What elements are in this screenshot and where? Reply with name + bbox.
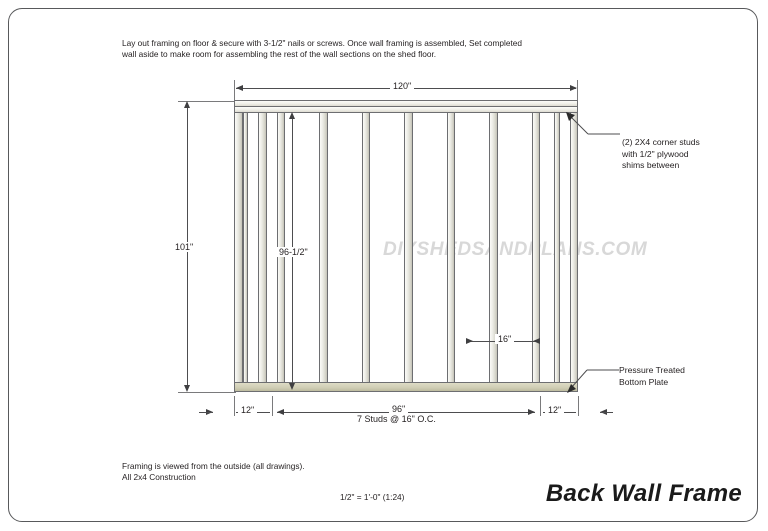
corner-stud-right-outer	[569, 112, 578, 383]
general-note: Framing is viewed from the outside (all …	[122, 461, 305, 482]
bottom-plate-callout: Pressure Treated Bottom Plate	[619, 365, 685, 387]
corner-studs-leader-line	[566, 112, 620, 135]
bottom-plate-leader-line	[567, 369, 619, 393]
drawing-title: Back Wall Frame	[545, 480, 742, 507]
stud-5	[446, 112, 455, 383]
stud-run-note: 7 Studs @ 16" O.C.	[354, 414, 439, 424]
scale-label: 1/2" = 1'-0" (1:24)	[340, 492, 405, 502]
stud-7	[531, 112, 540, 383]
stud-4	[404, 112, 413, 383]
stud-height-label: 96-1/2"	[276, 247, 311, 257]
stud-run-label: 96"	[389, 404, 409, 414]
stud-left-return	[258, 112, 267, 383]
page-border	[8, 8, 758, 522]
stud-spacing-label: 16"	[495, 334, 515, 344]
corner-stud-left-outer	[234, 112, 243, 383]
pressure-treated-bottom-plate	[234, 382, 578, 392]
overall-height-label: 101"	[172, 242, 197, 252]
right-offset-label: 12"	[545, 405, 565, 415]
stud-2	[319, 112, 328, 383]
overall-width-label: 120"	[390, 81, 415, 91]
left-offset-label: 12"	[238, 405, 258, 415]
wall-frame-assembly	[234, 100, 578, 392]
corner-stud-right-inner	[554, 112, 560, 383]
stud-6	[489, 112, 498, 383]
stud-3	[361, 112, 370, 383]
instruction-note: Lay out framing on floor & secure with 3…	[122, 38, 522, 59]
corner-studs-callout: (2) 2X4 corner studs with 1/2" plywood s…	[622, 137, 700, 170]
corner-stud-left-inner	[242, 112, 248, 383]
